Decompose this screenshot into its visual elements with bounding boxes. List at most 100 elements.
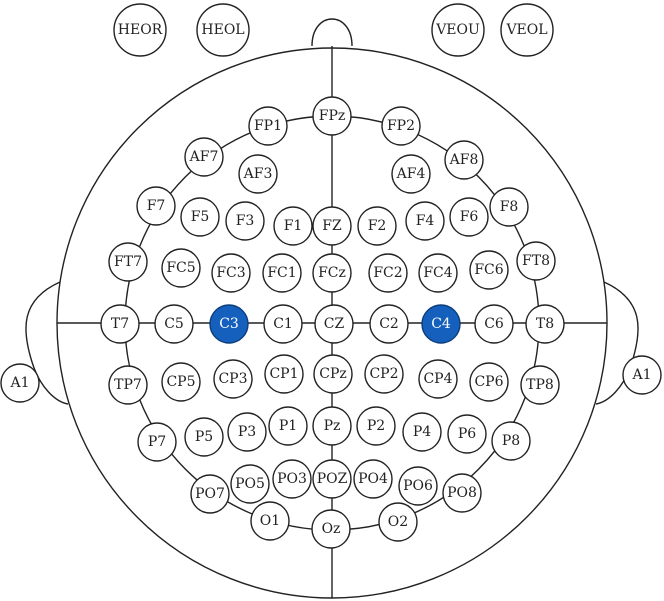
- electrode-c2: C2: [369, 304, 409, 344]
- svg-text:C4: C4: [431, 316, 451, 332]
- svg-text:P7: P7: [148, 434, 166, 450]
- electrode-fc2: FC2: [368, 253, 408, 293]
- electrode-poz: POZ: [312, 459, 352, 499]
- svg-text:FPz: FPz: [319, 108, 346, 124]
- electrode-c1: C1: [263, 304, 303, 344]
- svg-text:TP8: TP8: [526, 377, 554, 393]
- svg-text:C6: C6: [484, 316, 504, 332]
- svg-text:P5: P5: [195, 429, 213, 445]
- electrode-t7: T7: [100, 304, 140, 344]
- svg-text:F3: F3: [236, 213, 255, 229]
- electrode-c6: C6: [474, 304, 514, 344]
- svg-text:FP2: FP2: [387, 118, 415, 134]
- electrode-cp2: CP2: [364, 354, 404, 394]
- electrode-fc1: FC1: [262, 253, 302, 293]
- svg-text:Oz: Oz: [322, 521, 341, 537]
- svg-text:PO3: PO3: [277, 471, 307, 487]
- electrode-f8: F8: [489, 187, 529, 227]
- svg-text:VEOL: VEOL: [505, 22, 547, 38]
- electrode-fc4: FC4: [418, 253, 458, 293]
- svg-text:FC1: FC1: [267, 265, 296, 281]
- electrode-p6: P6: [447, 414, 487, 454]
- svg-text:FC6: FC6: [474, 262, 503, 278]
- electrode-p5: P5: [184, 417, 224, 457]
- svg-text:F7: F7: [147, 198, 166, 214]
- svg-text:Pz: Pz: [324, 418, 341, 434]
- electrode-cp1: CP1: [264, 354, 304, 394]
- svg-text:P1: P1: [279, 418, 297, 434]
- svg-text:A1: A1: [631, 367, 651, 383]
- svg-text:FT8: FT8: [522, 253, 550, 269]
- svg-text:TP7: TP7: [114, 377, 142, 393]
- electrode-p3: P3: [227, 412, 267, 452]
- svg-text:F1: F1: [284, 218, 303, 234]
- svg-text:O1: O1: [260, 513, 280, 529]
- electrode-fp1: FP1: [248, 106, 288, 146]
- electrode-f6: F6: [449, 197, 489, 237]
- svg-text:CP3: CP3: [218, 371, 247, 387]
- svg-text:F2: F2: [368, 218, 387, 234]
- svg-text:HEOL: HEOL: [201, 22, 244, 38]
- svg-text:F6: F6: [460, 209, 479, 225]
- electrode-f3: F3: [225, 201, 265, 241]
- electrode-f4: F4: [405, 201, 445, 241]
- electrode-af7: AF7: [184, 137, 224, 177]
- electrode-o2: O2: [378, 502, 418, 542]
- svg-text:AF3: AF3: [243, 166, 273, 182]
- svg-text:PO7: PO7: [195, 486, 225, 502]
- electrode-f2: F2: [357, 206, 397, 246]
- electrode-af8: AF8: [444, 140, 484, 180]
- svg-text:FT7: FT7: [114, 254, 142, 270]
- electrode-af4: AF4: [391, 154, 431, 194]
- electrode-c4: C4: [421, 304, 461, 344]
- electrode-ft7: FT7: [108, 242, 148, 282]
- svg-text:PO5: PO5: [235, 476, 265, 492]
- electrode-cp5: CP5: [161, 362, 201, 402]
- svg-text:HEOR: HEOR: [118, 22, 163, 38]
- left-ear: [25, 281, 69, 405]
- svg-text:O2: O2: [388, 514, 408, 530]
- svg-text:F5: F5: [191, 209, 210, 225]
- svg-text:P2: P2: [367, 418, 385, 434]
- electrode-fp2: FP2: [381, 106, 421, 146]
- electrode-tp7: TP7: [108, 365, 148, 405]
- electrode-cpz: CPz: [313, 354, 353, 394]
- svg-text:CP4: CP4: [423, 371, 452, 387]
- electrode-p2: P2: [356, 406, 396, 446]
- svg-text:C1: C1: [273, 316, 293, 332]
- electrode-pz: Pz: [312, 406, 352, 446]
- electrode-oz: Oz: [311, 509, 351, 549]
- svg-text:CP6: CP6: [474, 374, 503, 390]
- electrode-po5: PO5: [230, 464, 270, 504]
- svg-text:P3: P3: [238, 424, 256, 440]
- electrode-fpz: FPz: [312, 96, 352, 136]
- electrode-fc5: FC5: [161, 248, 201, 288]
- svg-text:C3: C3: [219, 316, 239, 332]
- svg-text:T8: T8: [536, 316, 554, 332]
- electrode-t8: T8: [525, 304, 565, 344]
- electrode-fz: FZ: [312, 206, 352, 246]
- electrode-p4: P4: [402, 412, 442, 452]
- electrode-p8: P8: [491, 421, 531, 461]
- electrode-ft8: FT8: [516, 241, 556, 281]
- electrode-fc3: FC3: [211, 253, 251, 293]
- electrode-veou: VEOU: [431, 3, 485, 57]
- electrode-po6: PO6: [398, 466, 438, 506]
- electrode-cp6: CP6: [469, 362, 509, 402]
- electrode-tp8: TP8: [520, 365, 560, 405]
- electrode-fcz: FCz: [312, 253, 352, 293]
- svg-text:F8: F8: [500, 199, 519, 215]
- svg-text:FC3: FC3: [216, 265, 245, 281]
- electrode-a1-right: A1: [622, 355, 662, 395]
- electrode-po4: PO4: [353, 459, 393, 499]
- electrode-c3: C3: [209, 304, 249, 344]
- svg-text:FC2: FC2: [373, 265, 402, 281]
- svg-text:PO4: PO4: [358, 471, 388, 487]
- svg-text:P6: P6: [458, 426, 476, 442]
- electrode-veol: VEOL: [500, 3, 554, 57]
- svg-text:AF7: AF7: [189, 149, 219, 165]
- svg-text:PO8: PO8: [447, 485, 477, 501]
- electrode-f7: F7: [136, 186, 176, 226]
- svg-text:CP2: CP2: [369, 366, 398, 382]
